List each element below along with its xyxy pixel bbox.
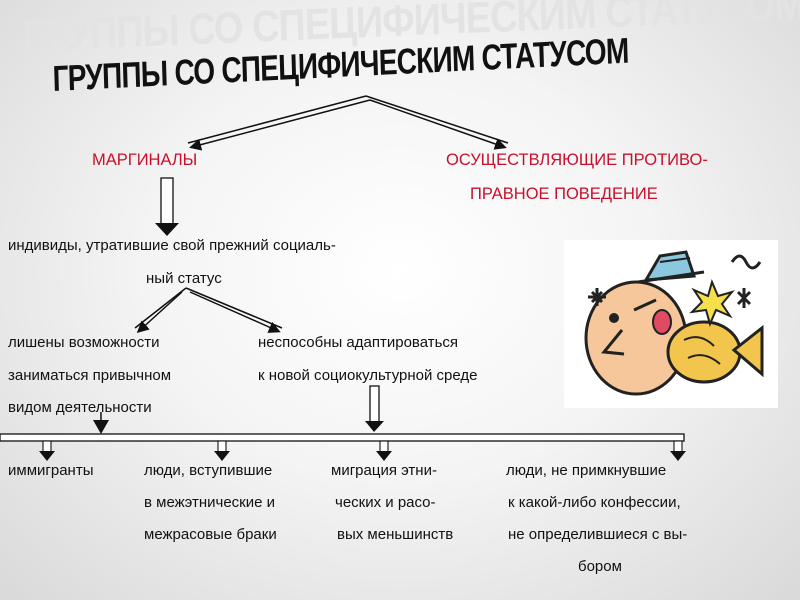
- definition-line2: ный статус: [146, 270, 222, 287]
- left-sub-down-arrow: [93, 412, 109, 434]
- subgroup-left-line3: видом деятельности: [8, 399, 152, 416]
- example-no-confession-line1: люди, не примкнувшие: [506, 462, 667, 479]
- marginals-down-arrow: [155, 177, 179, 236]
- subgroup-left-line1: лишены возможности: [8, 334, 160, 351]
- example-mixed-marriage-line3: межрасовые браки: [144, 526, 277, 543]
- branch-deviant-line2: ПРАВНОЕ ПОВЕДЕНИЕ: [470, 185, 658, 203]
- adapt-down-arrow: [365, 385, 384, 432]
- example-no-confession-line2: к какой-либо конфессии,: [508, 494, 681, 511]
- example-arrows: [39, 440, 686, 461]
- example-migration-line2: ческих и расо-: [335, 494, 436, 511]
- example-mixed-marriage-line1: люди, вступившие: [144, 462, 273, 479]
- example-mixed-marriage-line2: в межэтнические и: [144, 494, 276, 511]
- example-no-confession-line4: бором: [578, 558, 622, 575]
- title-left-arrow: [187, 95, 371, 151]
- definition-line1: индивиды, утратившие свой прежний социал…: [8, 237, 336, 254]
- branch-marginals: МАРГИНАЛЫ: [92, 151, 198, 169]
- horizontal-bar: [0, 433, 685, 442]
- example-migration-line1: миграция этни-: [331, 462, 437, 479]
- subgroup-right-line2: к новой социокультурной среде: [258, 367, 478, 384]
- confused-face-clipart-icon: [564, 240, 778, 408]
- subgroup-left-line2: заниматься привычном: [8, 367, 172, 384]
- example-immigrants: иммигранты: [8, 462, 94, 479]
- example-no-confession-line3: не определившиеся с вы-: [508, 526, 688, 543]
- example-migration-line3: вых меньшинств: [337, 526, 454, 543]
- subgroup-right-line1: неспособны адаптироваться: [258, 334, 459, 351]
- title-right-arrow: [365, 95, 509, 150]
- branch-deviant-line1: ОСУЩЕСТВЛЯЮЩИЕ ПРОТИВО-: [446, 151, 708, 169]
- definition-split-arrows: [134, 287, 283, 334]
